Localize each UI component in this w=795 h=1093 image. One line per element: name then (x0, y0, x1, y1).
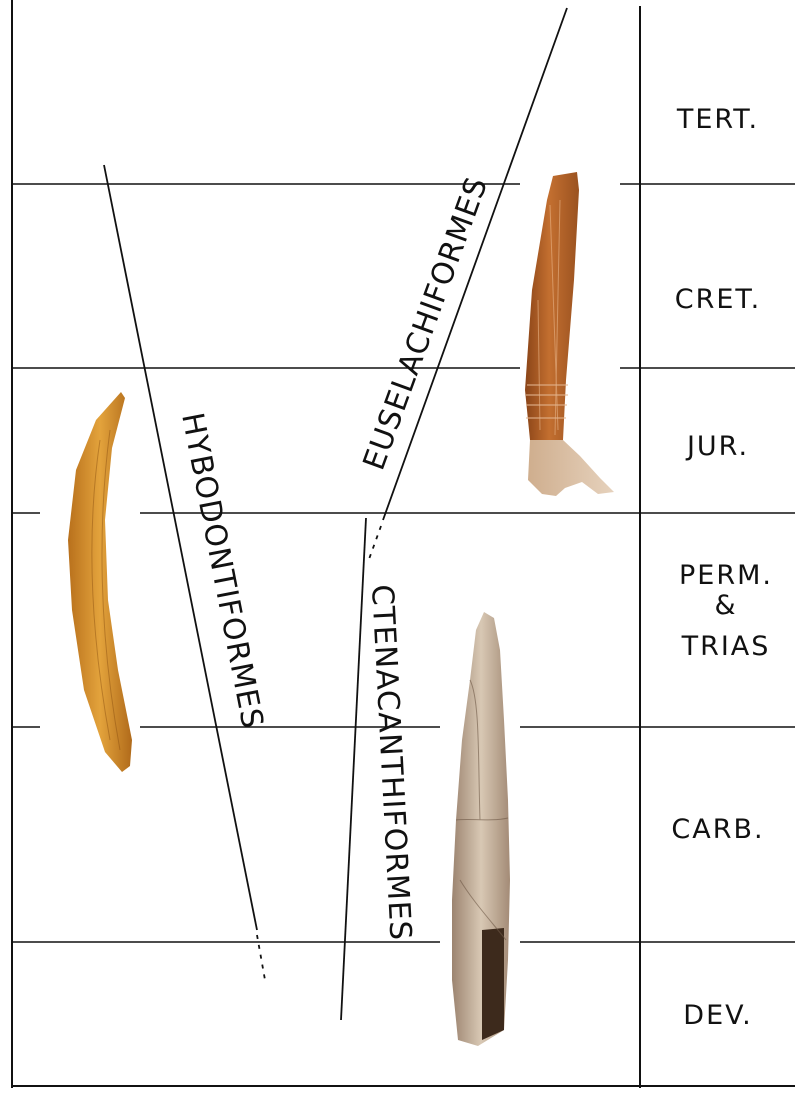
period-label-trias: TRIAS (681, 631, 771, 662)
hybodont-fin-spine-photo (68, 392, 132, 772)
clade-label-ctenacanthiformes: CTENACANTHIFORMES (364, 584, 418, 942)
period-label-cret: CRET. (675, 284, 762, 315)
period-labels: TERT. CRET. JUR. PERM. & TRIAS CARB. DEV… (671, 104, 773, 1031)
euselachian-range-dashed (368, 526, 381, 562)
period-label-dev: DEV. (683, 1000, 752, 1031)
period-label-ampersand: & (714, 590, 737, 621)
period-label-perm: PERM. (679, 560, 773, 591)
period-label-tert: TERT. (676, 104, 759, 135)
period-label-jur: JUR. (685, 431, 749, 462)
period-label-carb: CARB. (671, 814, 764, 845)
ctenacanth-range-line (341, 518, 366, 1020)
euselachian-fin-spine-photo (525, 172, 614, 496)
clade-label-hybodontiformes: HYBODONTIFORMES (174, 410, 270, 732)
clade-label-euselachiformes: EUSELACHIFORMES (357, 172, 496, 475)
ctenacanth-fin-spine-photo (452, 612, 510, 1046)
